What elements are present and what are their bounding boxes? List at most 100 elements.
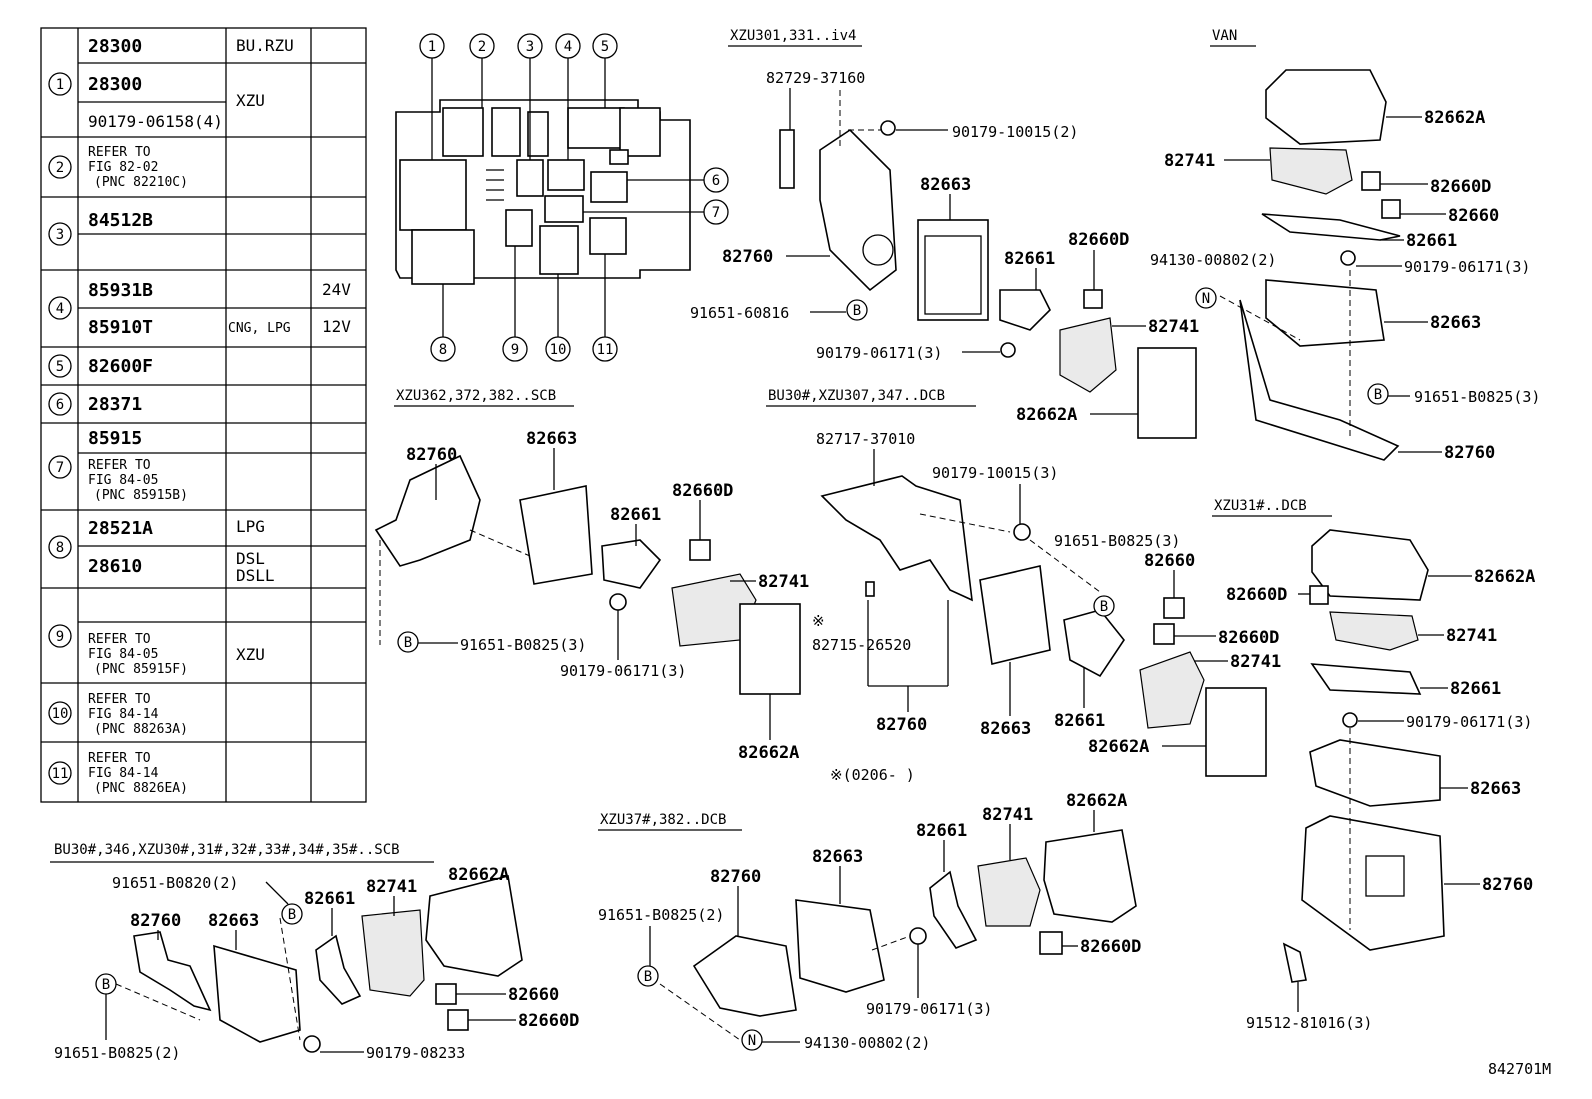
- cell-part: REFER TO: [88, 458, 151, 473]
- part-label: 91651-B0825(3): [1054, 532, 1180, 550]
- callout-6: 6: [627, 167, 729, 193]
- row-number-5-label: 5: [56, 359, 64, 375]
- cell-part: 85931B: [88, 280, 153, 301]
- cell-extra: 12V: [322, 317, 351, 336]
- part-label: 82660D: [1068, 230, 1129, 250]
- marker-b: [1367, 383, 1389, 405]
- part-label: 82660: [1448, 206, 1499, 226]
- cell-part: (PNC 85915B): [94, 488, 188, 503]
- cell-part: FIG 84-14: [88, 766, 159, 781]
- part-label: 94130-00802(2): [1150, 251, 1276, 269]
- group-header: BU30#,XZU307,347..DCB: [768, 388, 945, 404]
- cell-part: 28371: [88, 394, 142, 415]
- parts-table: 1 28300 BU.RZU 28300 XZU 90179-06158(4) …: [40, 27, 367, 803]
- cell-part: FIG 82-02: [88, 160, 158, 175]
- group-header: XZU301,331..iv4: [730, 28, 856, 44]
- row-number-8-label: 8: [56, 540, 64, 556]
- row-number-9-label: 9: [56, 629, 64, 645]
- part-label: 82662A: [448, 865, 509, 885]
- cell-note: XZU: [236, 645, 265, 664]
- part-label: 91512-81016(3): [1246, 1014, 1372, 1032]
- cell-part: FIG 84-05: [88, 473, 158, 488]
- part-label: 90179-06171(3): [866, 1000, 992, 1018]
- part-label: 82661: [1406, 231, 1457, 251]
- part-label: 82660D: [672, 481, 733, 501]
- group-xzu362: XZU362,372,382..SCB 82760 82663 82660D 8…: [374, 388, 809, 763]
- callout-9: 9: [502, 246, 528, 362]
- cell-note: DSL: [236, 549, 265, 568]
- part-label: 82741: [1148, 317, 1199, 337]
- row-number-1-label: 1: [56, 77, 64, 93]
- row-number-3: [48, 222, 72, 246]
- part-label: 90179-10015(3): [932, 464, 1058, 482]
- svg-text:N: N: [748, 1033, 756, 1049]
- svg-text:B: B: [1100, 599, 1108, 615]
- svg-text:4: 4: [564, 39, 572, 55]
- part-label: 82662A: [738, 743, 799, 763]
- marker-b: [281, 903, 303, 925]
- svg-text:B: B: [288, 907, 296, 923]
- cell-part: 28610: [88, 556, 142, 577]
- part-label: 91651-B0825(3): [1414, 388, 1540, 406]
- cell-part: FIG 84-14: [88, 707, 159, 722]
- figure-id: 842701M: [1488, 1060, 1551, 1078]
- part-label: 91651-B0825(3): [460, 636, 586, 654]
- part-label: 90179-10015(2): [952, 123, 1078, 141]
- svg-text:B: B: [853, 303, 861, 319]
- part-label: 82741: [1446, 626, 1497, 646]
- callout-3: 3: [517, 33, 543, 160]
- callout-10: 10: [545, 274, 571, 362]
- row-number-2-label: 2: [56, 160, 64, 176]
- part-label: 82741: [366, 877, 417, 897]
- part-label: 82661: [1054, 711, 1105, 731]
- callout-4: 4: [555, 33, 581, 160]
- part-label: 82660: [508, 985, 559, 1005]
- part-label: 82741: [982, 805, 1033, 825]
- part-label: 82662A: [1424, 108, 1485, 128]
- part-label: 82663: [920, 175, 971, 195]
- part-label: 82717-37010: [816, 430, 915, 448]
- svg-text:7: 7: [712, 205, 720, 221]
- part-label: 82760: [876, 715, 927, 735]
- part-label: 90179-08233: [366, 1044, 465, 1062]
- callout-8: 8: [430, 284, 456, 362]
- marker-n: [741, 1029, 763, 1051]
- row-number-7-label: 7: [56, 460, 64, 476]
- svg-text:N: N: [1202, 291, 1210, 307]
- marker-n: [1195, 287, 1217, 309]
- cell-part: 28300: [88, 74, 142, 95]
- svg-text:B: B: [404, 635, 412, 651]
- row-number-7: [48, 455, 72, 479]
- marker-b: [846, 299, 868, 321]
- part-label: 82661: [916, 821, 967, 841]
- svg-text:2: 2: [478, 39, 486, 55]
- cell-extra: 24V: [322, 280, 351, 299]
- row-number-1: [48, 72, 72, 96]
- cell-part: 82600F: [88, 356, 153, 377]
- group-xzu31dcb: XZU31#..DCB 82662A 82660D 82741 82661 90…: [1212, 498, 1535, 1032]
- row-number-9: [48, 624, 72, 648]
- row-number-4-label: 4: [56, 301, 64, 317]
- callout-1: 1: [419, 33, 445, 160]
- svg-text:B: B: [1374, 387, 1382, 403]
- part-label: 82760: [1444, 443, 1495, 463]
- part-label: 82729-37160: [766, 69, 865, 87]
- callout-11: 11: [592, 254, 618, 362]
- part-label: 82662A: [1066, 791, 1127, 811]
- part-label: 82760: [1482, 875, 1533, 895]
- callout-5: 5: [592, 33, 618, 108]
- cell-part: 28521A: [88, 518, 153, 539]
- part-label: 82760: [130, 911, 181, 931]
- marker-b: [637, 965, 659, 987]
- svg-text:11: 11: [597, 342, 614, 358]
- svg-text:6: 6: [712, 173, 720, 189]
- row-number-11-label: 11: [52, 766, 69, 782]
- cell-part: (PNC 88263A): [94, 722, 188, 737]
- svg-text:B: B: [644, 969, 652, 985]
- part-label: 82715-26520: [812, 636, 911, 654]
- part-label: 82663: [980, 719, 1031, 739]
- marker-b: [1093, 595, 1115, 617]
- svg-text:5: 5: [601, 39, 609, 55]
- row-number-6: [48, 392, 72, 416]
